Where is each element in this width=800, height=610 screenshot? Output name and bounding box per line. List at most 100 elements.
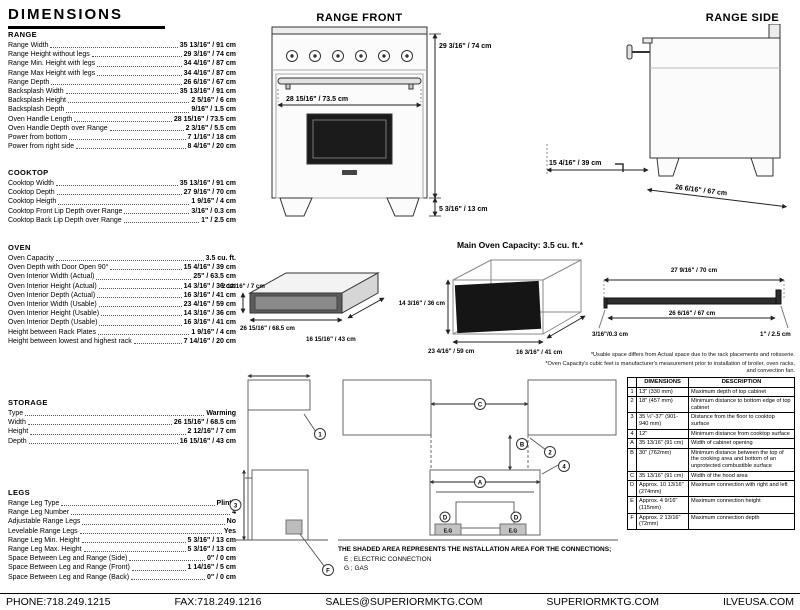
spec-section-storage: STORAGE Type Warming Width 26 15/16" / 6… (8, 398, 236, 446)
connection-note-electric: E ; ELECTRIC CONNECTION (344, 555, 432, 563)
spec-label: Cooktop Heigth (8, 198, 57, 206)
spec-label: Cooktop Width (8, 180, 54, 187)
spec-row: Oven Depth with Door Open 90° 15 4/16" /… (8, 263, 236, 272)
range-leg-right (386, 197, 420, 217)
spec-row: Cooktop Heigth 1 9/16" / 4 cm (8, 197, 236, 206)
installation-linework (236, 374, 618, 567)
callout-d-left: D (443, 516, 448, 522)
callout-f-circle (322, 564, 334, 576)
callout-4: 4 (562, 465, 566, 471)
oven-interior-drawing: 14 3/16" / 36 cm 23 4/16" / 59 cm 16 3/1… (399, 259, 586, 356)
spec-label: Depth (8, 437, 27, 445)
dotted-leader (55, 185, 178, 187)
dotted-leader (61, 505, 215, 507)
range-front-drawing: 29 3/16" / 74 cm 28 15/16" / 73.5 cm 5 3… (271, 26, 491, 217)
dotted-leader (82, 523, 225, 525)
dotted-leader (101, 315, 182, 317)
oven-handle (277, 77, 422, 85)
spec-value: 1 9/16" / 4 cm (191, 328, 236, 336)
table-row: E Approx. 4 9/16" (115mm) Maximum connec… (626, 496, 795, 514)
table-cell-dimension: Approx. 10 13/16" (274mm) (636, 480, 690, 498)
range-front-body-group (271, 26, 441, 217)
dotted-leader (109, 130, 184, 132)
dotted-leader (71, 514, 231, 516)
table-header-id (626, 377, 638, 388)
spec-value: 0" / 0 cm (206, 555, 236, 563)
spec-row: Range Max Height with legs 34 4/16" / 87… (8, 69, 236, 78)
brand-plate (342, 170, 357, 175)
spec-value: 2 5/16" / 6 cm (191, 97, 236, 105)
side-depth-dim: 26 6/16" / 67 cm (675, 184, 728, 197)
dotted-leader (123, 222, 200, 224)
dr-height-dim: 2 12/16" / 7 cm (222, 283, 265, 290)
dotted-leader (98, 287, 182, 289)
ct-total-depth-dim: 27 9/16" / 70 cm (671, 267, 718, 274)
spec-value: 35 13/16" / 91 cm (179, 42, 236, 49)
spec-label: Range Depth (8, 78, 50, 86)
spec-value: 2 12/16" / 7 cm (187, 428, 236, 436)
dotted-leader (83, 551, 186, 553)
cooktop-lip (642, 37, 653, 44)
spec-row: Oven Interior Height (Actual) 14 3/16" /… (8, 282, 236, 291)
spec-row: Range Leg Number 4 (8, 508, 236, 517)
spec-value: 9/16" / 1.5 cm (191, 106, 236, 114)
callout-c: C (478, 403, 483, 409)
spec-row: Cooktop Width 35 13/16" / 91 cm (8, 179, 236, 188)
cooktop-back-lip (775, 289, 782, 305)
connection-note-gas: G ; GAS (344, 565, 369, 572)
range-leg-left (279, 197, 313, 217)
cooktop-dim-arrows-bottom (598, 305, 789, 329)
callout-b-circle (516, 438, 528, 450)
cooktop-slab (603, 297, 781, 305)
dotted-leader (30, 433, 186, 435)
callout-1: 1 (318, 433, 322, 439)
spec-value: 34 4/16" / 87 cm (183, 69, 236, 77)
table-row: C 35 13/16" (91 cm) Width of the hood ar… (626, 470, 795, 482)
table-cell-description: Maximum connection height (688, 496, 795, 514)
table-cell-description: Maximum depth of top cabinet (688, 386, 795, 398)
dotted-leader (74, 120, 172, 122)
side-connection-area (285, 519, 303, 535)
callout-b: B (520, 443, 525, 449)
spec-list-oven: Oven Capacity 3.5 cu. ft. Oven Depth wit… (8, 254, 236, 346)
spec-label: Oven Interior Depth (Actual) (8, 291, 96, 299)
table-header-description: DESCRIPTION (688, 377, 795, 388)
spec-value: 14 3/16" / 36 cm (183, 310, 236, 318)
footnotes: *Usable space differs from Actual space … (545, 352, 795, 377)
range-side-body (649, 37, 781, 159)
spec-label: Range Leg Min. Height (8, 536, 80, 544)
spec-value: 5 3/16" / 13 cm (187, 536, 236, 544)
dotted-leader (131, 578, 205, 580)
spec-row: Width 26 15/16" / 68.5 cm (8, 418, 236, 427)
table-cell-description: Width of cabinet opening (688, 438, 795, 449)
spec-label: Space Between Leg and Range (Back) (8, 573, 130, 581)
spec-value: 4 (232, 509, 236, 517)
table-cell-dimension: 30" (762mm) (636, 447, 690, 472)
table-cell-dimension: 35 13/16" (91 cm) (636, 438, 690, 449)
spec-label: Cooktop Depth (8, 189, 55, 197)
spec-label: Cooktop Front Lip Depth over Range (8, 207, 123, 215)
footnote-usable-space: *Usable space differs from Actual space … (590, 352, 795, 358)
table-cell-dimension: Approx. 4 9/16" (115mm) (636, 496, 690, 514)
spec-label: Backsplash Width (8, 88, 64, 96)
dr-width-dim: 26 15/16" / 68.5 cm (240, 325, 295, 332)
drawer-depth-arrow (347, 297, 385, 319)
spec-value: 1" / 2.5 cm (201, 216, 236, 224)
table-row: B 30" (762mm) Minimum distance between t… (626, 447, 795, 472)
spec-row: Space Between Leg and Range (Side) 0" / … (8, 554, 236, 563)
spec-row: Range Leg Min. Height 5 3/16" / 13 cm (8, 536, 236, 545)
table-cell-id: 2 (626, 396, 638, 414)
spec-row: Height between Rack Plates 1 9/16" / 4 c… (8, 328, 236, 337)
right-upper-cabinet (527, 379, 617, 436)
footer-phone: PHONE:718.249.1215 (6, 596, 111, 608)
footer-fax: FAX:718.249.1216 (174, 596, 262, 608)
table-cell-dimension: 35 ½"-37" (901-940 mm) (636, 412, 690, 430)
spec-row: Backsplash Depth 9/16" / 1.5 cm (8, 105, 236, 114)
dotted-leader (55, 260, 204, 262)
spec-label: Space Between Leg and Range (Side) (8, 555, 128, 563)
side-leg-back (750, 157, 774, 177)
spec-section-legs: LEGS Range Leg Type Plinth Range Leg Num… (8, 488, 236, 582)
spec-value: Warming (206, 410, 236, 417)
spec-row: Oven Handle Depth over Range 2 3/16" / 5… (8, 124, 236, 133)
